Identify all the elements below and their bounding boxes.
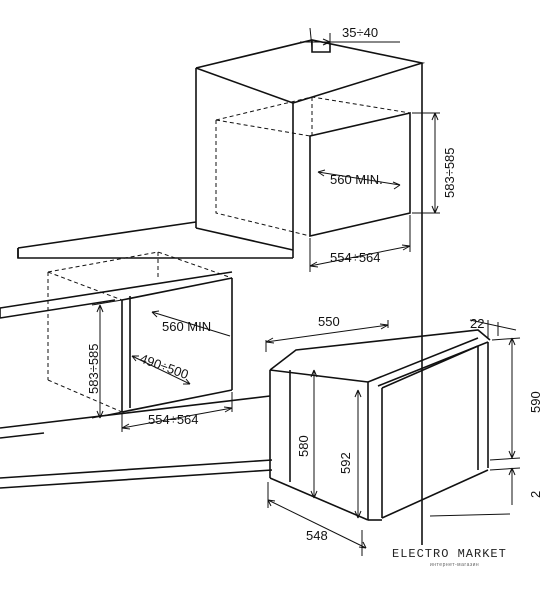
column-niche-width-label: 554÷564 <box>330 250 381 265</box>
oven-base-width-label: 548 <box>306 528 328 543</box>
column-niche-depth-label: 560 MIN. <box>330 172 383 187</box>
oven-bottom-offset-label: 2 <box>528 491 543 498</box>
under-counter-housing <box>0 251 273 489</box>
oven-top-width-label: 550 <box>318 314 340 329</box>
under-niche-depth-label: 560 MIN <box>162 319 211 334</box>
column-top-gap-label: 35÷40 <box>342 25 378 40</box>
under-niche-height-label: 583÷585 <box>86 343 101 394</box>
oven-body-height-label: 580 <box>296 435 311 457</box>
countertop <box>0 221 294 319</box>
oven-dimensions <box>265 319 521 556</box>
oven-front-height-label: 592 <box>338 452 353 474</box>
watermark-title: ELECTRO MARKET <box>392 547 507 561</box>
electro-market-logo: ELECTRO MARKET интернет-магазин <box>392 513 511 568</box>
oven-frame-depth-label: 22 <box>470 316 484 331</box>
oven-body <box>269 329 491 521</box>
under-inner-depth-label: 490÷500 <box>138 351 191 382</box>
column-niche-height-label: 583÷585 <box>442 147 457 198</box>
oven-total-height-label: 590 <box>528 391 543 413</box>
column-housing <box>195 27 440 545</box>
watermark-subtitle: интернет-магазин <box>430 562 479 568</box>
under-niche-width-label: 554÷564 <box>148 412 199 427</box>
